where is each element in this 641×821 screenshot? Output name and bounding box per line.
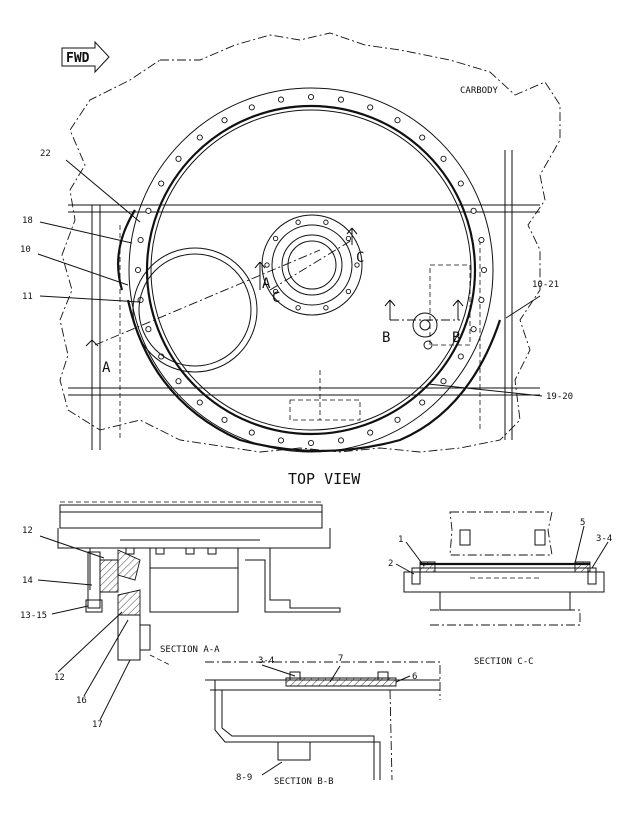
ring-bolt-hole: [134, 266, 142, 274]
ring-bolt-hole: [175, 378, 182, 385]
ring-bolt-hole: [137, 236, 144, 244]
ring-bolt-hole: [196, 134, 203, 141]
bolt-head: [125, 547, 135, 555]
center-bolt-holes: [264, 219, 360, 311]
section-b-b: 3-4 7 6 8-9 SECTION B-B: [205, 654, 441, 787]
center-bolt-hole: [323, 305, 329, 311]
ring-bolt-hole: [367, 429, 374, 436]
callout-a-12-bottom: 12: [54, 673, 65, 683]
callout-a-13-15: 13-15: [20, 611, 47, 621]
callout-b-6: 6: [412, 672, 417, 682]
section-a-title: SECTION A-A: [160, 645, 220, 655]
callout-10-21: 10-21: [532, 280, 559, 290]
ring-bolt-hole: [221, 416, 228, 423]
section-b-title: SECTION B-B: [274, 777, 334, 787]
callout-19-20: 19-20: [546, 392, 573, 402]
ring-bolt-hole: [394, 416, 401, 423]
ring-bolt-hole: [394, 117, 401, 124]
ring-bolt-hole: [478, 236, 485, 244]
callout-22: 22: [40, 149, 51, 159]
callout-18: 18: [22, 216, 33, 226]
callout-10: 10: [20, 245, 31, 255]
carbody-outline: [59, 32, 561, 453]
center-bolt-hole: [345, 235, 352, 242]
callout-a-17: 17: [92, 720, 103, 730]
ring-bolt-holes: [134, 93, 488, 447]
ring-bolt-hole: [457, 180, 464, 187]
ring-bolt-hole: [145, 207, 152, 214]
ring-bolt-hole: [145, 326, 152, 333]
carbody-label: CARBODY: [460, 86, 499, 96]
callout-a-12-top: 12: [22, 526, 33, 536]
ring-bolt-hole: [196, 399, 203, 406]
fwd-label: FWD: [66, 51, 90, 66]
section-a-a: 12 14 13-15 12 16 17 SECTION A-A: [20, 501, 341, 730]
callout-c-1: 1: [398, 535, 403, 545]
bolt-head: [185, 547, 195, 555]
ring-bolt-hole: [307, 439, 315, 447]
ring-bolt-hole: [457, 353, 464, 360]
ring-bolt-hole: [248, 104, 255, 111]
ring-bolt-hole: [419, 399, 426, 406]
callout-11: 11: [22, 292, 33, 302]
callout-b-7: 7: [338, 654, 343, 664]
center-bolt-hole: [354, 262, 360, 268]
center-bolt-hole: [272, 288, 279, 295]
ring-bolt-hole: [419, 134, 426, 141]
callout-c-2: 2: [388, 559, 393, 569]
ring-bolt-hole: [470, 326, 477, 333]
ring-bolt-hole: [307, 93, 315, 101]
callout-b-8-9: 8-9: [236, 773, 252, 783]
center-bolt-hole: [264, 262, 270, 268]
ring-bolt-hole: [367, 104, 374, 111]
section-marker-a-left: A: [102, 360, 111, 376]
section-marker-a-right: A: [262, 276, 271, 292]
ring-bolt-hole: [470, 207, 477, 214]
center-bolt-hole: [345, 288, 352, 295]
center-bolt-hole: [323, 219, 329, 225]
center-bolt-hole: [272, 235, 279, 242]
top-view: FWD CARBODY: [20, 32, 573, 488]
callout-b-3-4: 3-4: [258, 656, 274, 666]
section-marker-b-left: B: [382, 330, 390, 346]
bolt-head: [207, 547, 217, 555]
center-bolt-hole: [295, 219, 301, 225]
callout-a-16: 16: [76, 696, 87, 706]
ring-bolt-hole: [440, 378, 447, 385]
ring-bolt-hole: [277, 96, 285, 103]
section-a-bolt-heads: [125, 547, 217, 555]
section-c-title: SECTION C-C: [474, 657, 534, 667]
section-marker-c-right: C: [356, 250, 364, 266]
section-marker-b-right: B: [452, 330, 460, 346]
ring-bolt-hole: [337, 437, 345, 444]
fwd-arrow-icon: FWD: [61, 40, 110, 74]
ring-bolt-hole: [440, 155, 447, 162]
ring-bolt-hole: [175, 155, 182, 162]
callout-c-3-4: 3-4: [596, 534, 612, 544]
bolt-head: [155, 547, 165, 555]
ring-bolt-hole: [221, 117, 228, 124]
ring-bolt-hole: [277, 437, 285, 444]
center-bolt-hole: [295, 305, 301, 311]
section-marker-c-left: C: [272, 290, 280, 306]
ring-bolt-hole: [480, 266, 488, 274]
section-c-c: 1 2 5 3-4 SECTION C-C: [388, 511, 612, 667]
ring-bolt-hole: [248, 429, 255, 436]
ring-bolt-hole: [337, 96, 345, 103]
top-view-title: TOP VIEW: [288, 470, 361, 488]
callout-c-5: 5: [580, 518, 585, 528]
ring-bolt-hole: [158, 180, 165, 187]
ring-bolt-hole: [478, 296, 485, 304]
callout-a-14: 14: [22, 576, 33, 586]
